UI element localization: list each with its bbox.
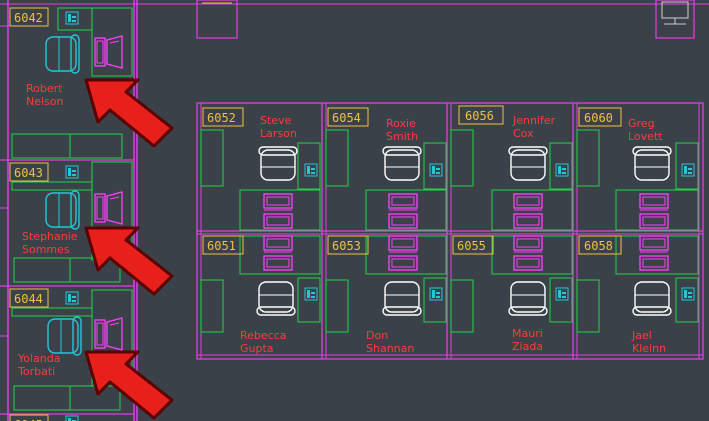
office-chair-icon xyxy=(256,281,296,316)
room-number: 6051 xyxy=(207,239,236,253)
computer-monitor-icon xyxy=(94,317,123,351)
occupant-name-first: Jael xyxy=(631,329,652,342)
office-chair-icon xyxy=(382,146,422,181)
office-6043[interactable]: 6043 Stephanie Sommes xyxy=(9,161,133,283)
occupant-name-last: Sommes xyxy=(22,243,70,256)
computer-monitor-icon xyxy=(263,235,293,271)
occupant-name-first: Yolanda xyxy=(17,352,60,365)
cubicle-6051[interactable]: 6051 Rebecca Gupta xyxy=(200,235,321,355)
red-arrow-icon xyxy=(84,226,174,296)
occupant-name-first: Jennifer xyxy=(512,114,556,127)
office-6042[interactable]: 6042 Robert Nelson xyxy=(9,7,133,159)
occupant-name-first: Greg xyxy=(628,117,655,130)
computer-monitor-icon xyxy=(513,235,543,271)
office-chair-icon xyxy=(508,281,548,316)
computer-monitor-icon xyxy=(94,35,123,69)
desk-phone-icon xyxy=(304,287,318,301)
office-chair-icon xyxy=(508,146,548,181)
cubicle-6053[interactable]: 6053 Don Shannan xyxy=(325,235,447,355)
occupant-name-last: Cox xyxy=(513,127,534,140)
desk-phone-icon xyxy=(429,163,443,177)
occupant-name-first: Roxie xyxy=(386,117,416,130)
office-chair-icon xyxy=(45,34,80,74)
room-number: 6054 xyxy=(332,111,361,125)
cubicle-6056[interactable]: 6056 Jennifer Cox xyxy=(450,105,573,231)
cubicle-6058[interactable]: 6058 Jael Kleinn xyxy=(576,235,699,355)
desk-phone-icon xyxy=(681,287,695,301)
computer-monitor-icon xyxy=(639,193,669,229)
red-arrow-icon xyxy=(84,78,174,148)
occupant-name-last: Kleinn xyxy=(632,342,666,355)
desk-phone-icon xyxy=(555,163,569,177)
office-chair-icon xyxy=(632,281,672,316)
occupant-name-last: Gupta xyxy=(240,342,274,355)
computer-monitor-icon xyxy=(639,235,669,271)
occupant-name-last: Nelson xyxy=(26,95,64,108)
desk-phone-icon xyxy=(429,287,443,301)
room-number: 6055 xyxy=(457,239,486,253)
desk-phone-icon xyxy=(65,165,79,179)
room-number: 6052 xyxy=(207,111,236,125)
cubicle-6052[interactable]: 6052 Steve Larson xyxy=(200,107,321,231)
occupant-name-first: Robert xyxy=(26,82,63,95)
desk-phone-icon xyxy=(681,163,695,177)
desk-phone-icon xyxy=(65,11,79,25)
desk-phone-icon xyxy=(304,163,318,177)
occupant-name-last: Smith xyxy=(386,130,418,143)
occupant-name-last: Larson xyxy=(260,127,297,140)
occupant-name-first: Mauri xyxy=(512,327,543,340)
cubicle-6054[interactable]: 6054 Roxie Smith xyxy=(325,107,447,231)
occupant-name-last: Shannan xyxy=(366,342,414,355)
occupant-name-last: Ziada xyxy=(512,340,543,353)
room-number: 6042 xyxy=(14,11,43,25)
computer-monitor-icon xyxy=(263,193,293,229)
office-chair-icon xyxy=(382,281,422,316)
occupant-name-first: Rebecca xyxy=(240,329,287,342)
occupant-name-first: Don xyxy=(366,329,388,342)
room-number: 6056 xyxy=(465,109,494,123)
room-number: 6043 xyxy=(14,166,43,180)
office-chair-icon xyxy=(45,190,80,230)
desk-phone-icon xyxy=(555,287,569,301)
office-chair-icon xyxy=(258,146,298,181)
red-arrow-icon xyxy=(84,350,174,420)
cubicle-6060[interactable]: 6060 Greg Lovett xyxy=(576,107,699,231)
office-chair-icon xyxy=(632,146,672,181)
room-number: 6045 xyxy=(14,418,43,421)
room-number: 6044 xyxy=(14,292,43,306)
office-chair-icon xyxy=(47,316,82,356)
office-6045[interactable]: 6045 xyxy=(9,414,79,421)
computer-monitor-icon xyxy=(94,191,123,225)
occupant-name-last: Torbati xyxy=(17,365,55,378)
computer-monitor-icon xyxy=(388,235,418,271)
desk-phone-icon xyxy=(65,291,79,305)
desk-phone-icon xyxy=(65,415,79,421)
occupant-name-first: Steve xyxy=(260,114,292,127)
cubicle-6055[interactable]: 6055 Mauri Ziada xyxy=(450,235,573,353)
room-number: 6058 xyxy=(584,239,613,253)
room-number: 6053 xyxy=(332,239,361,253)
computer-monitor-icon xyxy=(388,193,418,229)
room-number: 6060 xyxy=(584,111,613,125)
computer-monitor-icon xyxy=(513,193,543,229)
top-wall-fragments xyxy=(0,0,709,39)
occupant-name-last: Lovett xyxy=(628,130,663,143)
office-6044[interactable]: 6044 Yolanda Torbati xyxy=(9,288,133,411)
occupant-name-first: Stephanie xyxy=(22,230,78,243)
